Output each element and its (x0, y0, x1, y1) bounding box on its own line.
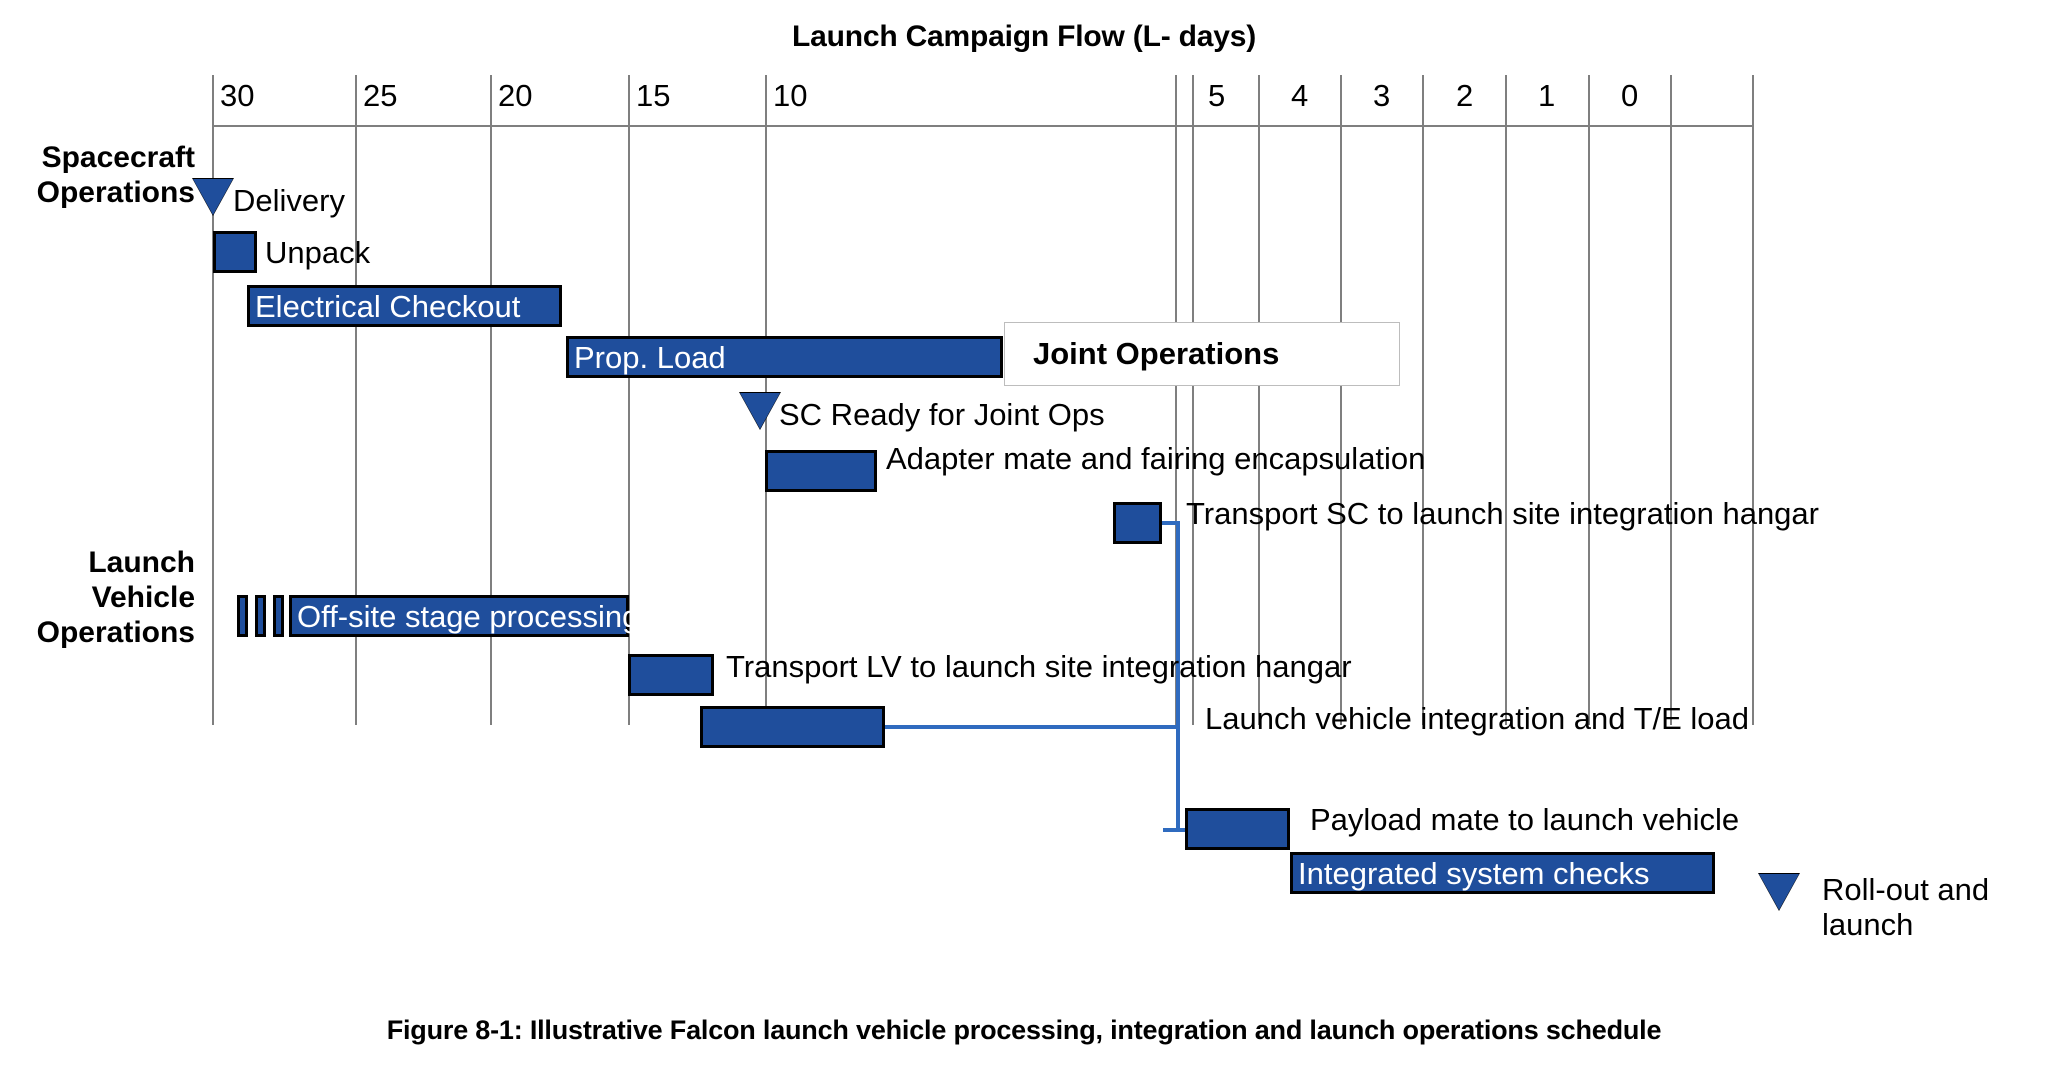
milestone-delivery (193, 179, 233, 215)
group-label-launch-vehicle: Launch Vehicle Operations (0, 545, 195, 650)
gridline-3 (1422, 75, 1424, 725)
milestone-sc-ready (740, 393, 780, 429)
task-bar-unpack (213, 231, 257, 273)
task-bar-lv-integration (700, 706, 885, 748)
task-label-rollout-line1: Roll-out and (1822, 872, 1990, 907)
hatch-mark-2 (255, 595, 266, 637)
gridline-30 (212, 75, 214, 725)
task-label-delivery: Delivery (233, 183, 345, 218)
group-label-spacecraft-line1: Spacecraft (41, 141, 195, 174)
gridline-1 (1588, 75, 1590, 725)
task-bar-prop-load (566, 336, 1003, 378)
group-label-lv-line1: Launch (88, 546, 195, 579)
gridline-6-b (1192, 75, 1194, 725)
task-label-integrated-checks: Integrated system checks (1298, 856, 1650, 891)
task-label-transport-lv: Transport LV to launch site integration … (726, 649, 1352, 684)
task-label-transport-sc: Transport SC to launch site integration … (1186, 496, 1819, 531)
gridline-20 (490, 75, 492, 725)
group-label-spacecraft-line2: Operations (36, 176, 195, 209)
task-label-lv-integration: Launch vehicle integration and T/E load (1205, 701, 1750, 736)
task-label-prop-load: Prop. Load (574, 340, 726, 375)
task-label-payload-mate: Payload mate to launch vehicle (1310, 802, 1740, 837)
tick-label-25: 25 (363, 78, 398, 113)
hatch-mark-1 (237, 595, 248, 637)
task-bar-integrated-checks (1290, 852, 1715, 894)
gridline-end (1752, 75, 1754, 725)
group-label-lv-line3: Operations (36, 616, 195, 649)
tick-label-4: 4 (1291, 78, 1309, 113)
task-label-offsite-stage: Off-site stage processing (297, 599, 640, 634)
tick-label-1: 1 (1538, 78, 1556, 113)
task-bar-adapter-mate (765, 450, 877, 492)
joint-operations-box: Joint Operations (1004, 322, 1400, 386)
task-label-sc-ready: SC Ready for Joint Ops (779, 397, 1105, 432)
gridline-15 (628, 75, 630, 725)
figure-caption: Figure 8-1: Illustrative Falcon launch v… (386, 1015, 1662, 1045)
joint-operations-label: Joint Operations (1033, 336, 1280, 371)
gridline-5 (1258, 75, 1260, 725)
task-bar-offsite-stage (289, 595, 629, 637)
task-label-adapter-mate: Adapter mate and fairing encapsulation (886, 441, 1426, 476)
tick-label-2: 2 (1456, 78, 1474, 113)
tick-label-10: 10 (773, 78, 808, 113)
tick-label-5: 5 (1208, 78, 1226, 113)
tick-label-30: 30 (220, 78, 255, 113)
tick-label-15: 15 (636, 78, 671, 113)
task-bar-transport-sc (1113, 502, 1162, 544)
task-bar-electrical-checkout (247, 285, 562, 327)
axis-baseline (212, 125, 1754, 127)
task-label-unpack: Unpack (265, 235, 371, 270)
milestone-rollout (1759, 874, 1799, 910)
task-bar-transport-lv (628, 654, 714, 696)
hatch-mark-3 (273, 595, 284, 637)
group-label-spacecraft: Spacecraft Operations (0, 140, 195, 210)
tick-label-20: 20 (498, 78, 533, 113)
gridline-6-a (1175, 75, 1177, 725)
task-label-electrical-checkout: Electrical Checkout (255, 289, 521, 324)
task-bar-payload-mate (1185, 808, 1290, 850)
gridline-0 (1670, 75, 1672, 725)
chart-title: Launch Campaign Flow (L- days) (791, 20, 1257, 53)
group-label-lv-line2: Vehicle (91, 581, 195, 614)
gantt-chart-plot: 30 25 20 15 10 5 4 3 2 1 0 Spacecraft Op… (0, 75, 2022, 942)
gridline-25 (355, 75, 357, 725)
gridline-2 (1505, 75, 1507, 725)
gridline-4 (1340, 75, 1342, 725)
tick-label-3: 3 (1373, 78, 1391, 113)
task-label-rollout: Roll-out and launch (1822, 872, 2022, 942)
tick-label-0: 0 (1621, 78, 1639, 113)
task-label-rollout-line2: launch (1822, 907, 1914, 942)
